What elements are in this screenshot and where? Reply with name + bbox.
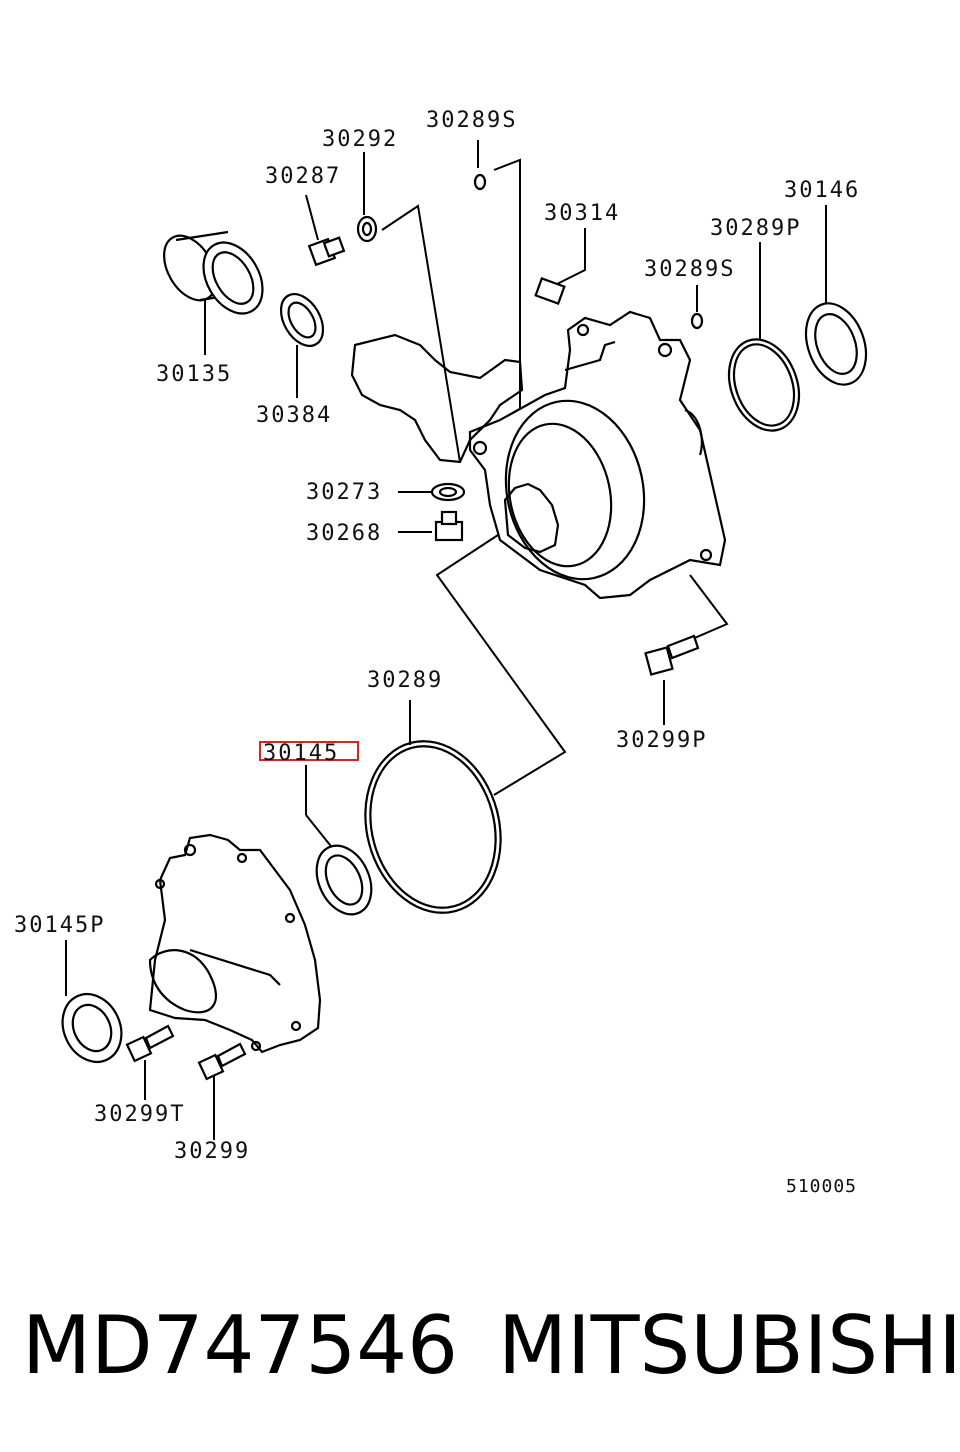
oring-30289s-right <box>690 312 704 330</box>
callout-30314: 30314 <box>544 201 620 226</box>
washer-30273 <box>430 482 466 502</box>
callout-30145p: 30145P <box>14 913 105 938</box>
rear-cover <box>148 833 322 1054</box>
callout-30384: 30384 <box>256 403 332 428</box>
diagram-reference-code: 510005 <box>786 1176 857 1197</box>
plug-30287 <box>307 236 346 267</box>
callout-30135: 30135 <box>156 362 232 387</box>
oring-30289 <box>364 740 502 914</box>
sleeve-30135 <box>163 230 264 315</box>
callout-30289s-right: 30289S <box>644 257 735 282</box>
callout-30145: 30145 <box>263 741 339 766</box>
washer-30292 <box>356 215 378 243</box>
oring-30289p <box>727 338 801 432</box>
transfer-case-housing <box>468 310 727 600</box>
callout-30146: 30146 <box>784 178 860 203</box>
seal-30146 <box>804 302 868 386</box>
callout-30273: 30273 <box>306 480 382 505</box>
footer-caption: MD747546 MITSUBISHI <box>0 1290 960 1400</box>
sensor-30314 <box>534 277 566 305</box>
seal-30145 <box>315 844 373 916</box>
callout-30287: 30287 <box>265 164 341 189</box>
callout-30292: 30292 <box>322 127 398 152</box>
bolt-30299t <box>125 1024 175 1063</box>
part-number: MD747546 <box>22 1298 459 1392</box>
parts <box>61 173 868 1081</box>
callout-30289s-top: 30289S <box>426 108 517 133</box>
oring-30289s-top <box>473 173 487 191</box>
extension-outline <box>350 333 524 464</box>
callout-30268: 30268 <box>306 521 382 546</box>
seal-30384 <box>279 293 325 347</box>
seal-30145p <box>61 993 123 1063</box>
brand-name: MITSUBISHI <box>498 1298 960 1392</box>
highlight-box <box>259 741 359 761</box>
callout-30299: 30299 <box>174 1139 250 1164</box>
bolt-30299p <box>644 634 700 676</box>
callout-30289p: 30289P <box>710 216 801 241</box>
callout-30289: 30289 <box>367 668 443 693</box>
bolt-30299 <box>197 1042 247 1081</box>
callout-30299t: 30299T <box>94 1102 185 1127</box>
plug-30268 <box>434 510 464 542</box>
callout-labels: 30289S 30292 30287 30314 30146 30289P 30… <box>14 108 860 1197</box>
callout-30299p: 30299P <box>616 728 707 753</box>
leader-lines <box>65 140 827 1140</box>
